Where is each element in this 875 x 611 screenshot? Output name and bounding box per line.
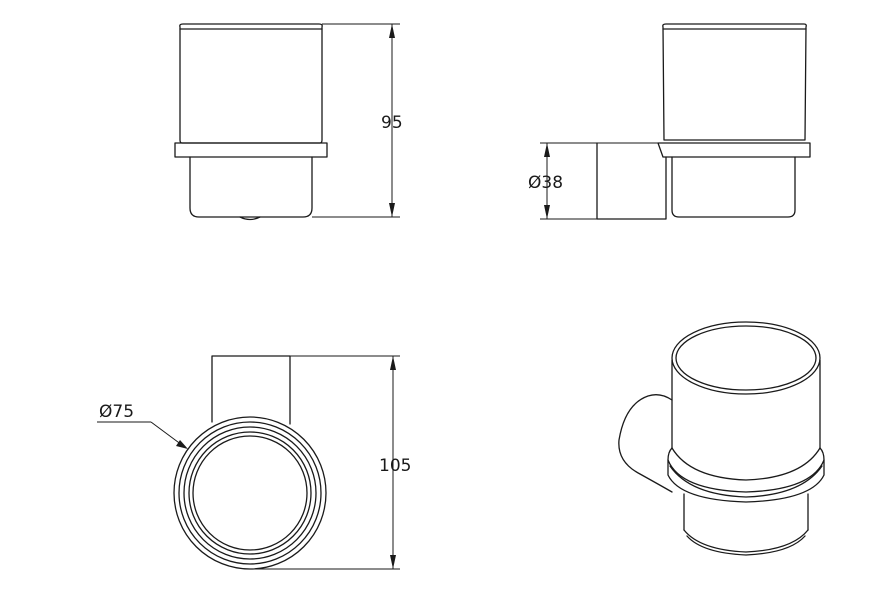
ring-groove <box>669 465 823 498</box>
cup-base <box>189 156 313 218</box>
ring <box>188 431 312 555</box>
inner-ring <box>192 435 308 551</box>
ring <box>178 421 322 565</box>
isometric-view <box>618 321 825 556</box>
side-view: Ø38 <box>528 23 811 220</box>
arrow-icon <box>390 555 396 569</box>
ring <box>183 426 317 560</box>
dimension-label-38: Ø38 <box>528 173 563 193</box>
base-bottom <box>683 529 809 553</box>
base-bottom-edge <box>686 535 806 556</box>
cup-base <box>671 156 796 218</box>
holder-ring <box>657 142 811 158</box>
arrow-icon <box>544 143 550 157</box>
dimension-label-95: 95 <box>381 113 403 133</box>
wall-mount <box>596 142 667 220</box>
dimension-label-75: Ø75 <box>99 402 134 422</box>
mount-nub <box>239 216 261 221</box>
cup-bottom-edge <box>671 447 821 481</box>
holder-ring-top <box>667 447 825 493</box>
dimension-label-105: 105 <box>379 456 411 476</box>
cup-body <box>662 23 807 141</box>
outer-ring <box>173 416 327 570</box>
front-view: 95 <box>174 23 403 221</box>
arrow-icon <box>544 205 550 219</box>
wall-mount <box>211 355 291 425</box>
wall-mount <box>618 394 673 493</box>
holder-ring <box>174 142 328 158</box>
cup-rim-outer <box>671 321 821 395</box>
arrow-icon <box>390 356 396 370</box>
arrow-icon <box>389 24 395 38</box>
cup-rim-inner <box>675 325 817 391</box>
arrow-icon <box>389 203 395 217</box>
cup-body <box>179 23 323 144</box>
arrow-icon <box>176 440 188 449</box>
holder-ring <box>667 459 825 503</box>
top-view: Ø75 105 <box>97 355 411 570</box>
